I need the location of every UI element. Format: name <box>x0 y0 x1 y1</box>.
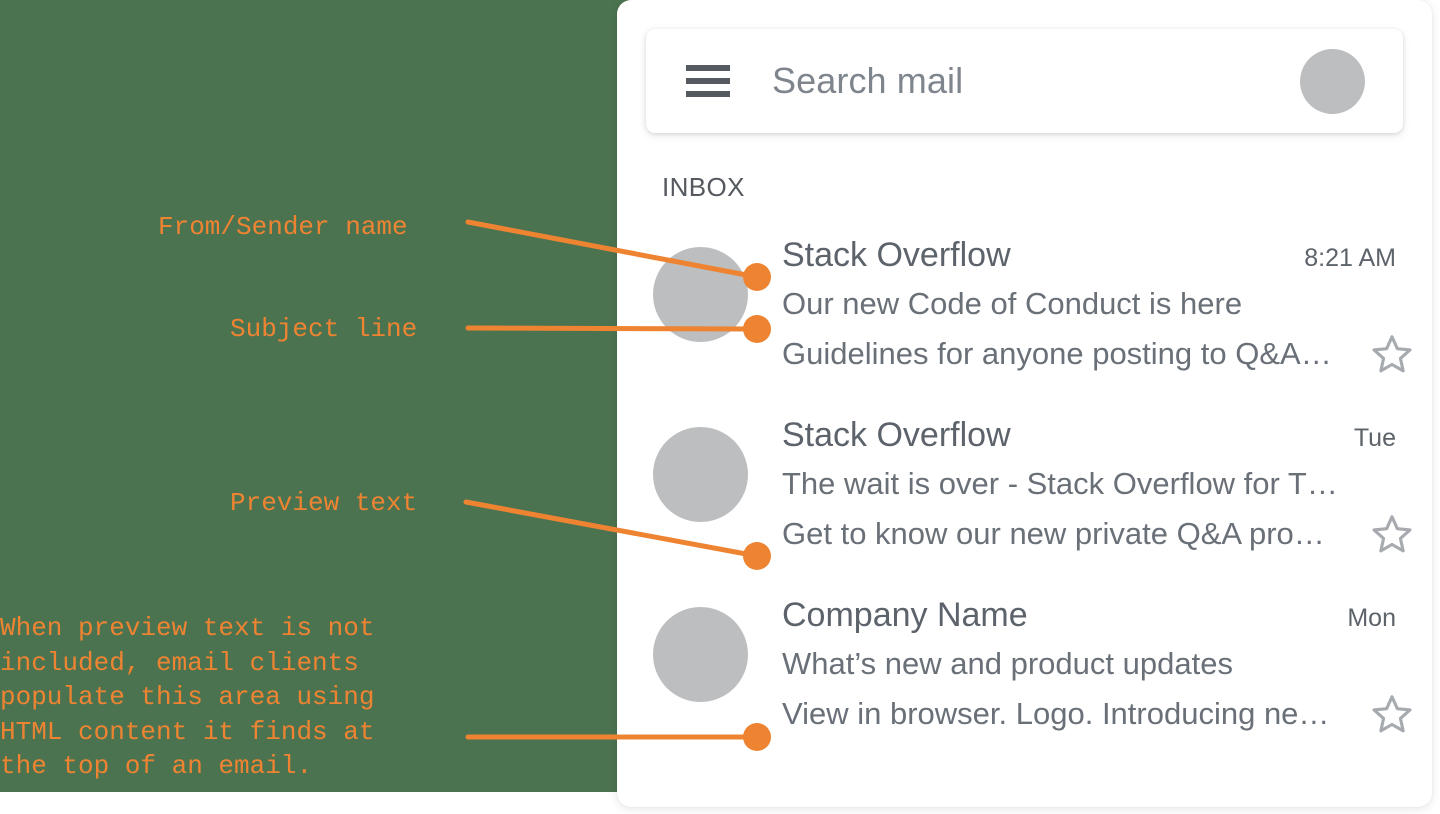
email-content: Stack Overflow 8:21 AM Our new Code of C… <box>782 236 1414 376</box>
hamburger-bar-1 <box>686 65 730 71</box>
email-content: Company Name Mon What’s new and product … <box>782 596 1414 736</box>
sender-avatar <box>653 427 748 522</box>
sender-avatar <box>653 247 748 342</box>
email-sender-name: Stack Overflow <box>782 236 1011 274</box>
email-preview-line: Get to know our new private Q&A pro… <box>782 512 1414 556</box>
email-subject-line: The wait is over - Stack Overflow for T… <box>782 466 1338 501</box>
hamburger-bar-2 <box>686 78 730 84</box>
email-list: Stack Overflow 8:21 AM Our new Code of C… <box>617 236 1432 776</box>
email-preview-text: View in browser. Logo. Introducing ne… <box>782 696 1330 731</box>
hamburger-bar-3 <box>686 91 730 97</box>
star-outline-icon[interactable] <box>1370 332 1414 376</box>
email-preview-text: Get to know our new private Q&A pro… <box>782 516 1325 551</box>
email-list-item[interactable]: Stack Overflow 8:21 AM Our new Code of C… <box>617 236 1432 416</box>
email-sender-name: Stack Overflow <box>782 416 1011 454</box>
email-preview-text: Guidelines for anyone posting to Q&A… <box>782 336 1332 371</box>
email-sender-name: Company Name <box>782 596 1028 634</box>
star-outline-icon[interactable] <box>1370 512 1414 556</box>
sender-avatar <box>653 607 748 702</box>
email-preview-line: View in browser. Logo. Introducing ne… <box>782 692 1414 736</box>
email-subject-line: What’s new and product updates <box>782 646 1233 681</box>
email-content: Stack Overflow Tue The wait is over - St… <box>782 416 1414 556</box>
account-avatar[interactable] <box>1300 48 1365 114</box>
hamburger-menu-icon[interactable] <box>686 65 730 97</box>
email-timestamp: Mon <box>1347 604 1396 632</box>
email-header-line: Stack Overflow Tue <box>782 416 1414 455</box>
folder-label: INBOX <box>662 172 745 202</box>
email-header-line: Stack Overflow 8:21 AM <box>782 236 1414 275</box>
search-bar[interactable]: Search mail <box>646 29 1403 133</box>
email-timestamp: Tue <box>1353 424 1396 452</box>
email-list-item[interactable]: Company Name Mon What’s new and product … <box>617 596 1432 776</box>
email-subject-line: Our new Code of Conduct is here <box>782 286 1243 321</box>
green-backdrop <box>0 0 638 792</box>
search-input[interactable]: Search mail <box>772 60 964 101</box>
email-preview-line: Guidelines for anyone posting to Q&A… <box>782 332 1414 376</box>
mail-client-panel: Search mail INBOX Stack Overflow 8:21 AM… <box>617 0 1432 807</box>
email-list-item[interactable]: Stack Overflow Tue The wait is over - St… <box>617 416 1432 596</box>
star-outline-icon[interactable] <box>1370 692 1414 736</box>
email-timestamp: 8:21 AM <box>1304 244 1396 272</box>
email-header-line: Company Name Mon <box>782 596 1414 635</box>
